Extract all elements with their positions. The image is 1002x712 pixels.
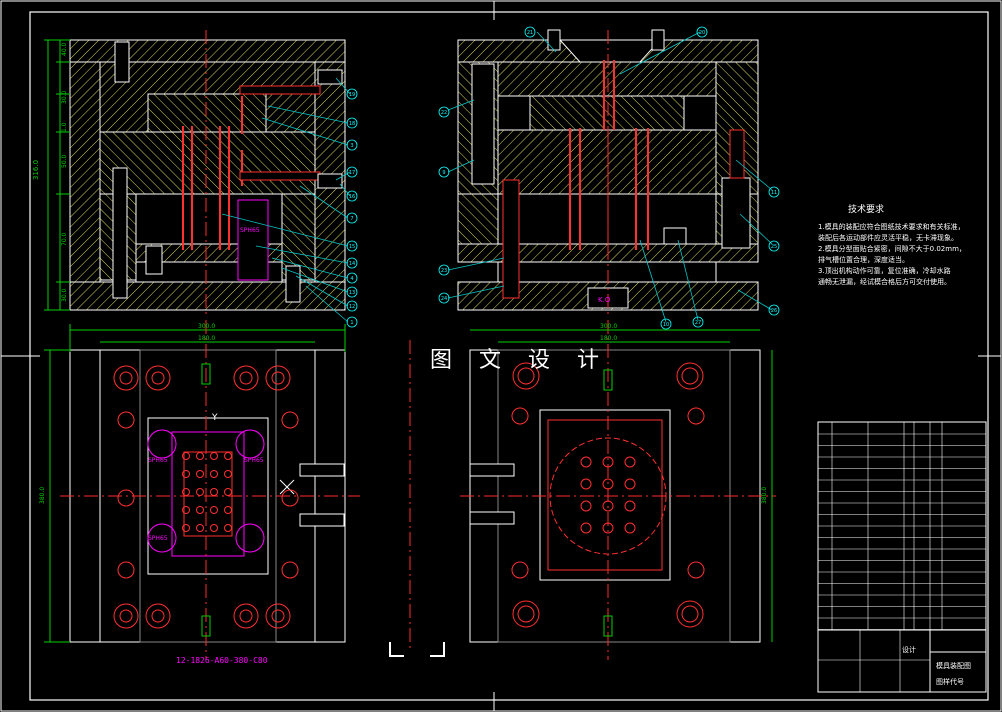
balloon-number: 11 — [771, 190, 777, 196]
dim-stack-4: 50.0 — [61, 154, 68, 168]
callout-balloon: 7 — [346, 212, 358, 224]
spring-label-3: SPH65 — [244, 457, 264, 464]
tech-req-line: 通畅无泄漏，经试模合格后方可交付使用。 — [818, 278, 951, 286]
ko-label: K.O — [598, 296, 611, 304]
spring-label-4: SPH65 — [148, 535, 168, 542]
callout-balloon: 3 — [346, 139, 358, 151]
spring-label-2: SPH65 — [148, 457, 168, 464]
balloon-number: 4 — [350, 276, 353, 282]
balloon-number: 18 — [349, 121, 355, 127]
leaders-right — [447, 31, 773, 323]
callout-balloon: 9 — [438, 166, 450, 178]
dims-plan-left — [44, 320, 360, 660]
balloon-number: 3 — [350, 143, 353, 149]
corner-mark-right — [430, 642, 445, 657]
balloon-number: 22 — [441, 110, 447, 116]
callout-balloon: 14 — [346, 257, 358, 269]
callout-balloon: 23 — [438, 264, 450, 276]
balloon-number: 14 — [349, 261, 355, 267]
balloon-number: 21 — [527, 30, 533, 36]
balloons-right: 21 20 22 9 23 24 11 25 26 10 27 — [438, 26, 780, 330]
technical-requirements: 技术要求 1.模具的装配应符合图纸技术要求和有关标准， 装配后各运动部件应灵活平… — [818, 205, 988, 288]
dim-top-left-inner: 180.0 — [198, 335, 215, 342]
dim-top-right-inner: 180.0 — [600, 335, 617, 342]
balloon-number: 9 — [442, 170, 445, 176]
tech-req-title: 技术要求 — [848, 205, 885, 215]
balloon-number: 24 — [441, 296, 447, 302]
title-block-drawing-no: 图样代号 — [936, 677, 964, 686]
corner-mark-left — [389, 642, 404, 657]
section-view-right — [457, 29, 759, 318]
balloon-number: 25 — [771, 244, 777, 250]
balloon-number: 16 — [349, 194, 355, 200]
balloon-number: 13 — [349, 290, 355, 296]
tech-req-line: 3.顶出机构动作可靠，复位准确，冷却水路 — [818, 267, 951, 275]
callout-balloon: 18 — [346, 117, 358, 129]
spring-label-1: SPH65 — [240, 227, 260, 234]
balloon-number: 7 — [350, 216, 353, 222]
balloon-number: 15 — [349, 244, 355, 250]
callout-balloon: 10 — [660, 318, 672, 330]
dim-stack-6: 30.0 — [61, 288, 68, 302]
tech-req-line: 2.模具分型面贴合紧密，间隙不大于0.02mm， — [818, 245, 966, 253]
callout-balloon: 12 — [346, 300, 358, 312]
plan-view-right — [460, 320, 776, 660]
part-code-label: 12-1826-A60-380-C80 — [176, 656, 268, 665]
balloon-number: 26 — [771, 308, 777, 314]
dim-top-left-width: 300.0 — [198, 323, 215, 330]
balloon-number: 27 — [695, 320, 701, 326]
dim-stack-3: 1.0 — [61, 122, 68, 132]
dimension-stack-left — [44, 39, 70, 311]
callout-balloon: 16 — [346, 190, 358, 202]
plan-right-holes — [511, 362, 705, 637]
callout-balloon: 1 — [346, 316, 358, 328]
balloon-number: 17 — [349, 170, 355, 176]
balloon-number: 20 — [699, 30, 705, 36]
callout-balloon: 21 — [524, 26, 536, 38]
dim-left-height: 380.0 — [39, 487, 46, 504]
tech-req-line: 排气槽位置合理，深度适当。 — [818, 256, 909, 264]
balloon-number: 12 — [349, 304, 355, 310]
callout-balloon: 25 — [768, 240, 780, 252]
callout-balloon: 22 — [438, 106, 450, 118]
balloon-number: 1 — [350, 320, 353, 326]
callout-balloon: 24 — [438, 292, 450, 304]
balloons-left: 19 18 3 17 16 7 15 14 4 13 12 1 — [346, 88, 358, 328]
watermark-text: 图 文 设 计 — [430, 348, 609, 373]
title-block-title: 模具装配图 — [936, 661, 971, 670]
leaders-left — [221, 77, 351, 323]
y-axis-label: Y — [211, 413, 218, 423]
callout-balloon: 27 — [692, 316, 704, 328]
callout-balloon: 20 — [696, 26, 708, 38]
dim-top-right-width: 300.0 — [600, 323, 617, 330]
callout-balloon: 15 — [346, 240, 358, 252]
bom-table — [817, 421, 987, 693]
section-view-left — [69, 30, 346, 318]
tech-req-line: 装配后各运动部件应灵活平稳，无卡滞现象。 — [818, 234, 958, 242]
tech-req-line: 1.模具的装配应符合图纸技术要求和有关标准， — [818, 223, 965, 231]
dim-right-height: 380.0 — [761, 487, 768, 504]
callout-balloon: 19 — [346, 88, 358, 100]
dim-stack-total: 316.0 — [32, 160, 40, 180]
dim-stack-1: 40.0 — [61, 42, 68, 56]
callout-balloon: 11 — [768, 186, 780, 198]
balloon-number: 19 — [349, 92, 355, 98]
callout-balloon: 26 — [768, 304, 780, 316]
balloon-number: 10 — [663, 322, 669, 328]
callout-balloon: 4 — [346, 272, 358, 284]
title-block-designer: 设计 — [902, 645, 916, 654]
balloon-number: 23 — [441, 268, 447, 274]
callout-balloon: 17 — [346, 166, 358, 178]
dim-stack-5: 70.0 — [61, 232, 68, 246]
dim-stack-2: 30.0 — [61, 90, 68, 104]
plan-left-holes — [113, 363, 299, 637]
callout-balloon: 13 — [346, 286, 358, 298]
